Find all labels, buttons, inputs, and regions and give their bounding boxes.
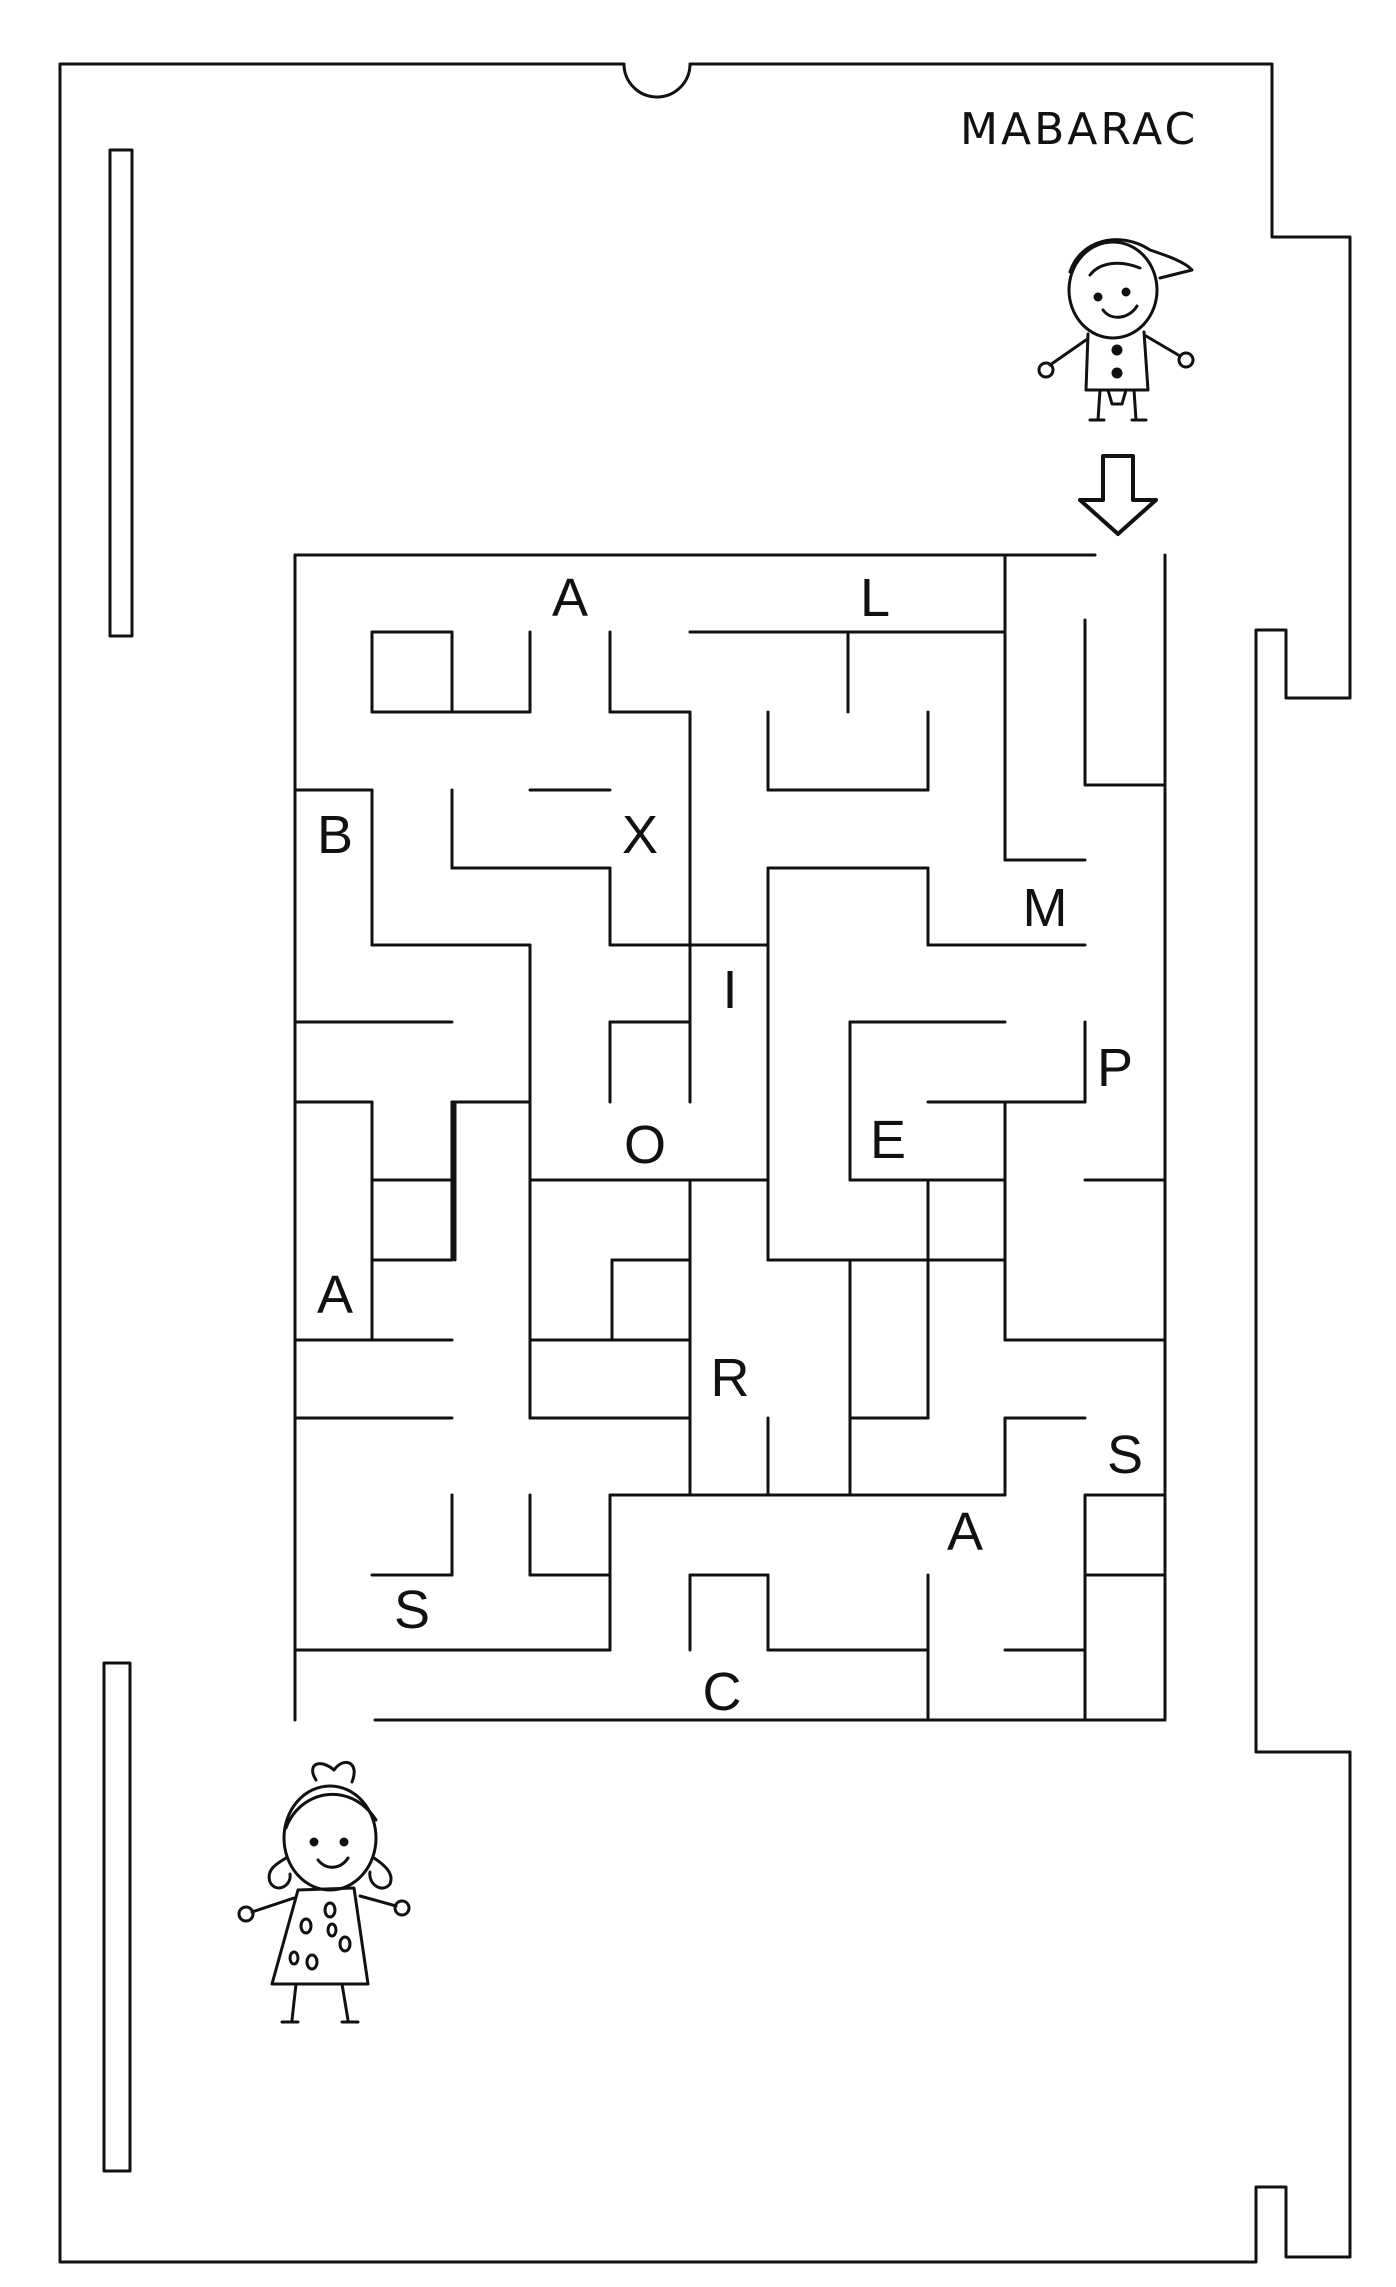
page-frame xyxy=(58,62,1352,2264)
maze-letter: X xyxy=(621,805,659,865)
maze-letter: B xyxy=(316,805,354,865)
left-bar-bottom xyxy=(102,1661,132,2173)
maze-letter: L xyxy=(859,568,891,628)
maze-letter: A xyxy=(946,1502,984,1562)
brand-title: MABARAC xyxy=(960,104,1199,155)
maze-letter: O xyxy=(623,1115,667,1175)
maze-letter: S xyxy=(393,1580,431,1640)
maze-letter: A xyxy=(316,1265,354,1325)
down-arrow-icon xyxy=(1078,454,1158,536)
maze-letter: I xyxy=(722,960,738,1020)
maze-walls xyxy=(293,553,1167,1722)
maze-letter: A xyxy=(551,568,589,628)
left-bar-top xyxy=(108,148,134,638)
maze-letter: P xyxy=(1096,1038,1134,1098)
maze-letter: C xyxy=(702,1662,742,1722)
maze-letter: E xyxy=(869,1110,907,1170)
maze-letter: M xyxy=(1022,878,1068,938)
girl-character xyxy=(237,1760,411,2024)
maze-letter: R xyxy=(710,1348,750,1408)
maze-letter: S xyxy=(1106,1425,1144,1485)
boy-character xyxy=(1037,238,1195,422)
